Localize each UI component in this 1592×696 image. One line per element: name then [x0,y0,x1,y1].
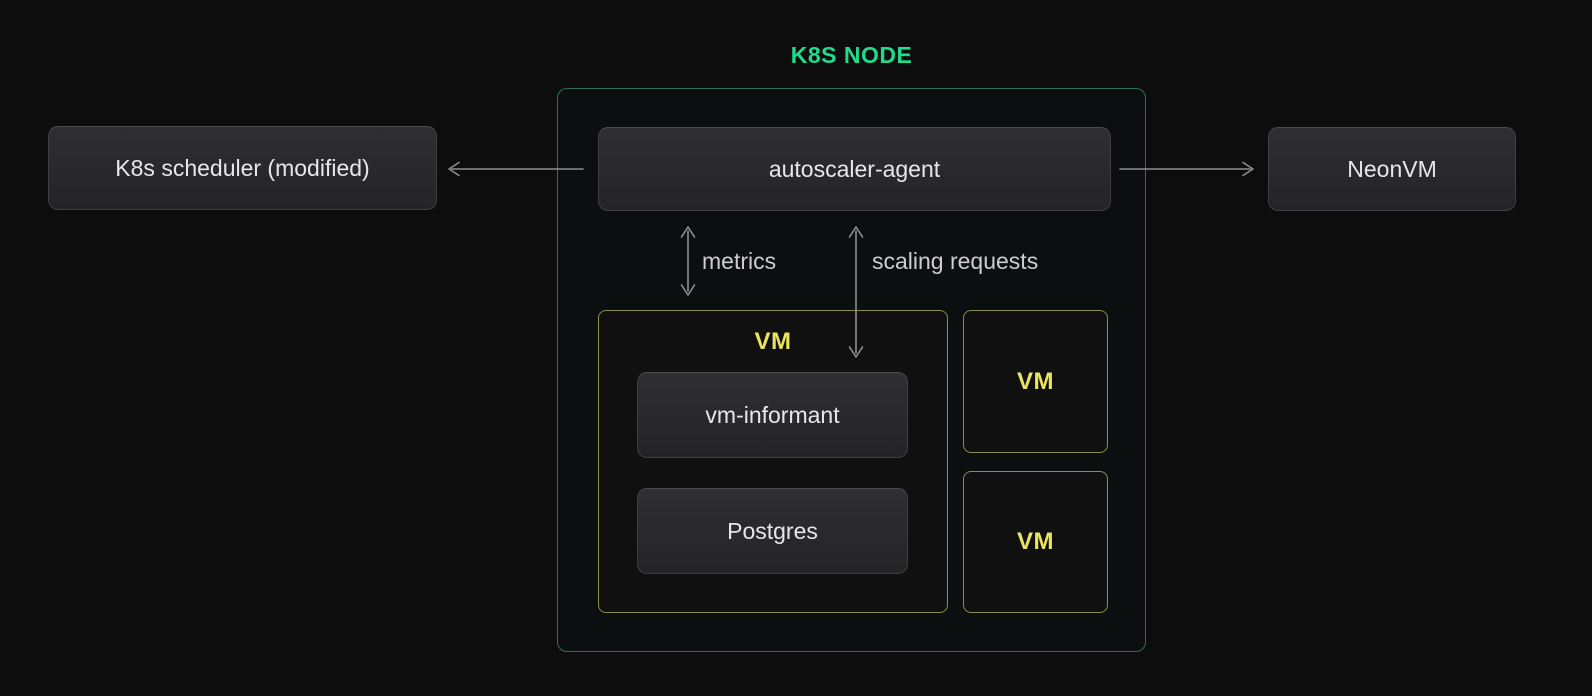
node-vm-informant: vm-informant [637,372,908,458]
node-k8s-scheduler-label: K8s scheduler (modified) [115,154,370,181]
vm-box-bottom: VM [963,471,1108,613]
vm-box-top-label: VM [1017,367,1054,395]
node-neonvm-label: NeonVM [1347,155,1437,182]
node-postgres: Postgres [637,488,908,574]
edge-label-scaling-requests: scaling requests [872,248,1039,274]
k8s-node-boundary [557,88,1146,652]
k8s-node-title: K8S NODE [790,42,913,68]
node-vm-informant-label: vm-informant [705,401,840,428]
edge-label-metrics: metrics [702,248,777,274]
vm-group-label: VM [754,328,792,355]
vm-box-top: VM [963,310,1108,453]
node-autoscaler-agent-label: autoscaler-agent [768,155,941,182]
node-neonvm: NeonVM [1268,127,1516,211]
node-k8s-scheduler: K8s scheduler (modified) [48,126,437,210]
node-postgres-label: Postgres [727,517,818,544]
vm-box-bottom-label: VM [1017,528,1054,555]
node-autoscaler-agent: autoscaler-agent [598,127,1111,211]
